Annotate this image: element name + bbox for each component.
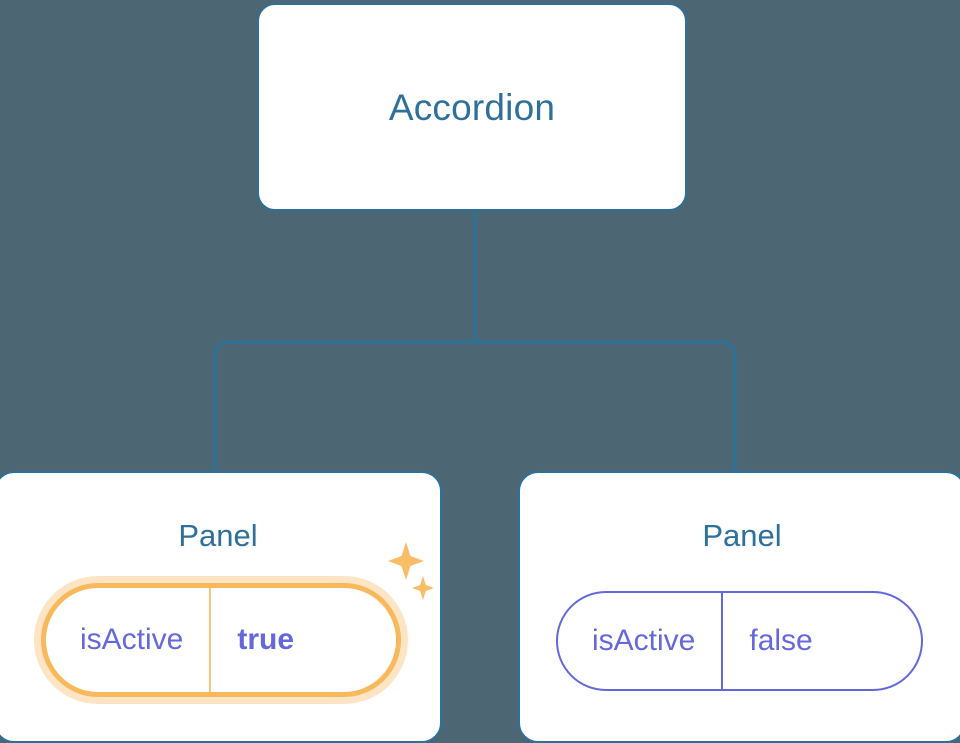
connector-branch-right: [475, 340, 737, 472]
prop-key: isActive: [80, 623, 184, 656]
prop-pill-isactive-true[interactable]: isActive true: [41, 583, 401, 697]
prop-value: true: [209, 588, 328, 692]
panel-content: Panel: [0, 473, 440, 551]
node-accordion[interactable]: Accordion: [257, 3, 687, 211]
node-panel-label: Panel: [178, 518, 258, 553]
node-panel-label: Panel: [702, 518, 782, 553]
node-accordion-label: Accordion: [388, 86, 556, 128]
prop-pill-wrapper-inactive: isActive false: [556, 591, 923, 691]
prop-pill-isactive-false[interactable]: isActive false: [556, 591, 923, 691]
panel-content: Panel: [520, 473, 960, 551]
prop-key: isActive: [592, 624, 696, 657]
connector-branch-left: [213, 340, 475, 472]
prop-value: false: [721, 593, 846, 689]
prop-pill-wrapper-active: isActive true: [41, 583, 401, 697]
